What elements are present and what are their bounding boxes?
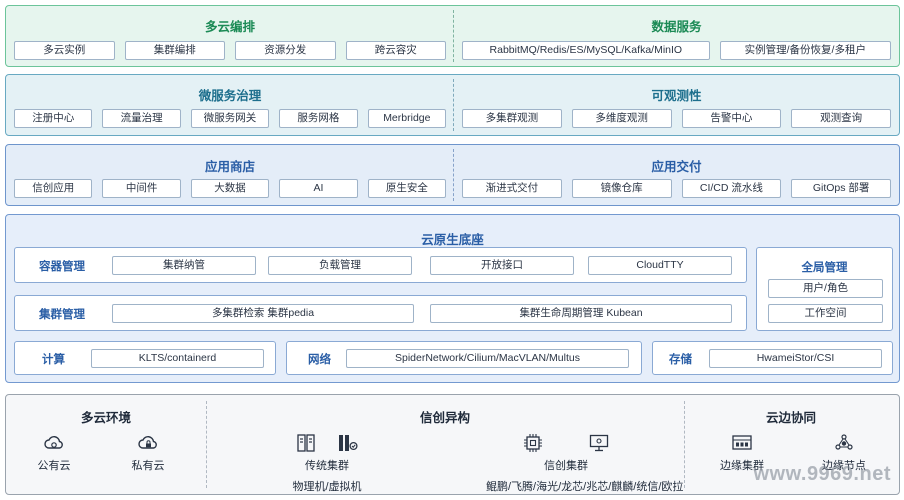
chip-users-roles: 用户/角色 <box>768 279 883 298</box>
chip-cluster-orchestration: 集群编排 <box>124 41 225 60</box>
chip-workspace: 工作空间 <box>768 304 883 323</box>
panel-title: 全局管理 <box>801 262 848 274</box>
section-title: 信创异构 <box>419 411 470 425</box>
cluster-management-panel: 集群管理 多集群检索 集群pedia 集群生命周期管理 Kubean <box>14 295 747 331</box>
private-cloud: 私有云 <box>122 433 174 473</box>
chip-middleware: 中间件 <box>102 179 181 198</box>
row-divider <box>453 79 454 131</box>
chip-gitops-deploy: GitOps 部署 <box>791 179 891 198</box>
chip-cloudtty: CloudTTY <box>588 256 732 275</box>
row-microservice-observability: 微服务治理 注册中心 流量治理 微服务网关 服务网格 Merbridge 可观测… <box>5 74 900 136</box>
edge-cluster-icon <box>732 435 752 450</box>
cloud-edge-section: 云边协同 边缘集群 边缘节点 <box>684 395 898 494</box>
chip-multicluster-observe: 多集群观测 <box>462 109 562 128</box>
chip-kubean: 集群生命周期管理 Kubean <box>430 304 732 323</box>
cloud-native-base: 云原生底座 容器管理 集群纳管 负载管理 开放接口 CloudTTY 集群管理 … <box>5 214 900 383</box>
chip-xinchuang-apps: 信创应用 <box>14 179 93 198</box>
traditional-cluster: 传统集群 物理机/虚拟机 <box>272 433 382 494</box>
chip-open-api: 开放接口 <box>430 256 574 275</box>
chip-multicloud-instance: 多云实例 <box>14 41 115 60</box>
panel-title: 网络 <box>308 354 331 366</box>
section-divider <box>206 401 207 488</box>
section-title: 可观测性 <box>651 89 702 103</box>
row-appstore-delivery: 应用商店 信创应用 中间件 大数据 AI 原生安全 应用交付 渐进式交付 镜像仓… <box>5 144 900 206</box>
section-divider <box>684 401 685 488</box>
section-title: 应用交付 <box>651 160 702 174</box>
public-cloud: 公有云 <box>28 433 80 473</box>
chip-icon <box>524 434 542 452</box>
section-title: 微服务治理 <box>198 89 262 103</box>
storage-panel: 存储 HwameiStor/CSI <box>652 341 893 375</box>
chip-instance-management: 实例管理/备份恢复/多租户 <box>719 41 891 60</box>
compute-panel: 计算 KLTS/containerd <box>14 341 276 375</box>
section-title: 多云环境 <box>80 411 131 425</box>
chip-spidernetwork: SpiderNetwork/Cilium/MacVLAN/Multus <box>346 349 629 368</box>
chip-observe-query: 观测查询 <box>791 109 891 128</box>
multicloud-env-section: 多云环境 公有云 私有云 <box>6 395 206 494</box>
chip-multidimension-observe: 多维度观测 <box>571 109 672 128</box>
chip-microservice-gateway: 微服务网关 <box>190 109 270 128</box>
chip-progressive-delivery: 渐进式交付 <box>462 179 562 198</box>
chip-klts-containerd: KLTS/containerd <box>91 349 264 368</box>
chip-big-data: 大数据 <box>190 179 270 198</box>
edge-node: 边缘节点 <box>814 433 874 473</box>
chip-service-mesh: 服务网格 <box>279 109 358 128</box>
observability-section: 可观测性 多集群观测 多维度观测 告警中心 观测查询 <box>454 75 899 135</box>
app-store-section: 应用商店 信创应用 中间件 大数据 AI 原生安全 <box>6 145 454 205</box>
chip-workload-management: 负载管理 <box>268 256 412 275</box>
panel-title: 集群管理 <box>39 309 85 321</box>
chip-registry: 注册中心 <box>14 109 93 128</box>
monitor-icon <box>589 434 609 452</box>
section-title: 多云编排 <box>204 20 255 34</box>
chip-resource-distribution: 资源分发 <box>235 41 336 60</box>
chip-traffic-governance: 流量治理 <box>102 109 181 128</box>
watermark: www.9969.net <box>753 463 891 485</box>
xinchuang-section: 信创异构 传统集群 物理机/虚拟机 <box>206 395 684 494</box>
edge-node-icon <box>835 434 853 450</box>
section-title: 云边协同 <box>765 411 816 425</box>
section-title: 应用商店 <box>204 160 255 174</box>
multicloud-orchestration-section: 多云编排 多云实例 集群编排 资源分发 跨云容灾 <box>6 6 454 66</box>
public-cloud-icon <box>44 436 63 449</box>
chip-cicd-pipeline: CI/CD 流水线 <box>681 179 782 198</box>
infrastructure-row: 多云环境 公有云 私有云 信创异构 <box>5 394 900 495</box>
section-title: 数据服务 <box>651 20 702 34</box>
global-management-panel: 全局管理 用户/角色 工作空间 <box>756 247 893 331</box>
server-rack-icon <box>297 434 315 452</box>
microservice-governance-section: 微服务治理 注册中心 流量治理 微服务网关 服务网格 Merbridge <box>6 75 454 135</box>
app-delivery-section: 应用交付 渐进式交付 镜像仓库 CI/CD 流水线 GitOps 部署 <box>454 145 899 205</box>
chip-native-security: 原生安全 <box>367 179 447 198</box>
section-title: 云原生底座 <box>421 233 484 247</box>
chip-cross-cloud-dr: 跨云容灾 <box>345 41 446 60</box>
panel-title: 容器管理 <box>39 261 85 273</box>
chip-data-middleware: RabbitMQ/Redis/ES/MySQL/Kafka/MinIO <box>462 41 710 60</box>
row-divider <box>453 10 454 62</box>
container-management-panel: 容器管理 集群纳管 负载管理 开放接口 CloudTTY <box>14 247 747 283</box>
chip-cluster-onboarding: 集群纳管 <box>112 256 256 275</box>
virtual-machine-icon <box>339 435 358 451</box>
panel-title: 存储 <box>669 354 692 366</box>
chip-alert-center: 告警中心 <box>681 109 782 128</box>
private-cloud-icon <box>138 436 157 449</box>
chip-ai: AI <box>279 179 358 198</box>
row-divider <box>453 149 454 201</box>
chip-merbridge: Merbridge <box>367 109 447 128</box>
data-services-section: 数据服务 RabbitMQ/Redis/ES/MySQL/Kafka/MinIO… <box>454 6 899 66</box>
edge-cluster: 边缘集群 <box>712 433 772 473</box>
network-panel: 网络 SpiderNetwork/Cilium/MacVLAN/Multus <box>286 341 642 375</box>
row-multicloud-data: 多云编排 多云实例 集群编排 资源分发 跨云容灾 数据服务 RabbitMQ/R… <box>5 5 900 67</box>
chip-hwameistor: HwameiStor/CSI <box>709 349 882 368</box>
panel-title: 计算 <box>42 354 65 366</box>
chip-clusterpedia: 多集群检索 集群pedia <box>112 304 414 323</box>
chip-image-registry: 镜像仓库 <box>571 179 672 198</box>
xinchuang-cluster: 信创集群 鲲鹏/飞腾/海光/龙芯/兆芯/麒麟/统信/欧拉 <box>486 433 683 494</box>
